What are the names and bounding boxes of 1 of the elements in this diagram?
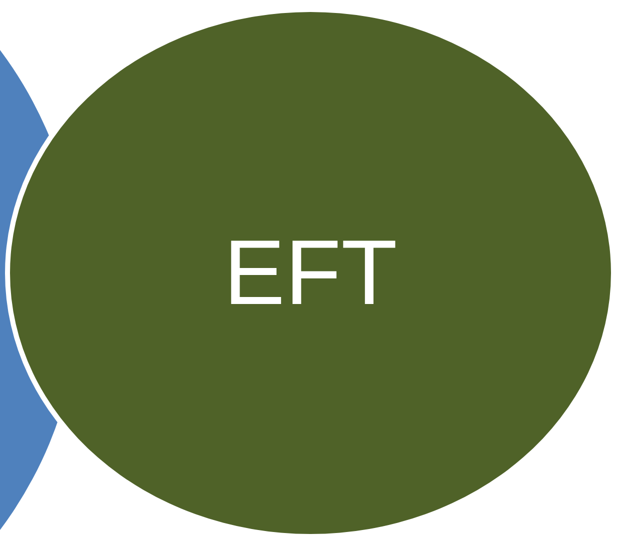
node-label: EFT bbox=[224, 227, 398, 319]
